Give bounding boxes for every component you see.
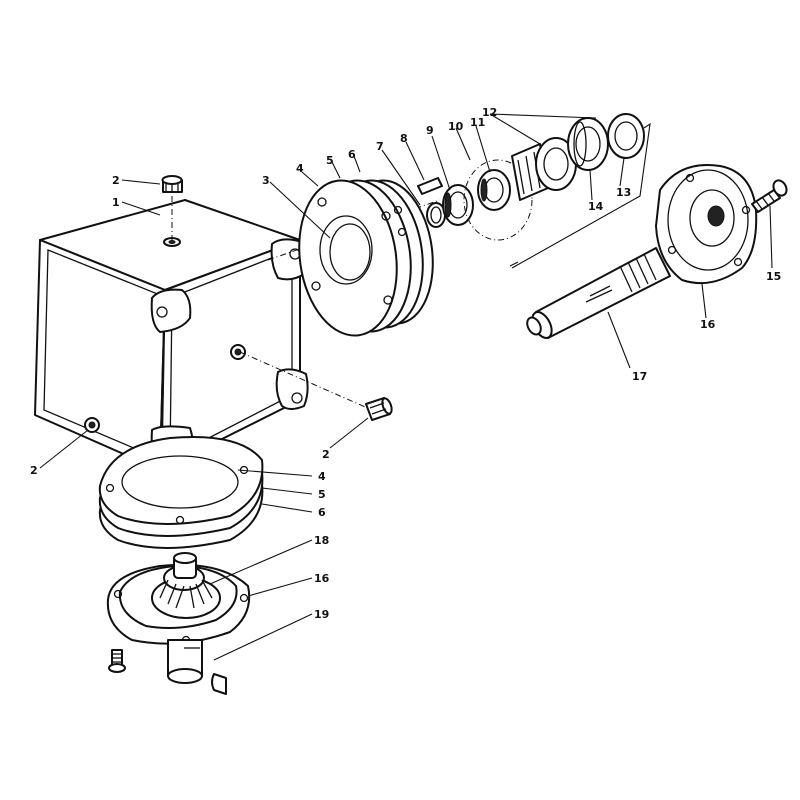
centerline-side-plug bbox=[239, 351, 373, 411]
label-5-right: 5 bbox=[326, 154, 334, 167]
label-9: 9 bbox=[426, 124, 434, 137]
shim-10 bbox=[463, 159, 533, 241]
label-4-bottom: 4 bbox=[318, 470, 326, 483]
plug-top bbox=[161, 175, 183, 193]
flange-gasket-stack bbox=[298, 179, 434, 337]
label-2-top: 2 bbox=[112, 174, 120, 187]
label-10: 10 bbox=[448, 120, 464, 133]
bearing-cone-14 bbox=[567, 117, 609, 171]
snap-ring-7 bbox=[426, 202, 446, 228]
output-flange-right bbox=[655, 164, 758, 285]
screw-bottom bbox=[108, 649, 126, 673]
label-4-right: 4 bbox=[296, 162, 304, 175]
label-1: 1 bbox=[112, 196, 120, 209]
label-17: 17 bbox=[632, 370, 647, 383]
bottom-gasket-stack bbox=[98, 435, 264, 549]
label-7: 7 bbox=[376, 140, 384, 153]
bearing-9 bbox=[442, 184, 474, 226]
label-13: 13 bbox=[616, 186, 631, 199]
callout-labels: 1 2 2 2 3 4 5 6 7 8 9 10 11 12 13 14 15 … bbox=[30, 106, 781, 621]
screw-15 bbox=[751, 179, 788, 213]
key-8 bbox=[417, 177, 443, 195]
label-6-bottom: 6 bbox=[318, 506, 326, 519]
bearing-13 bbox=[607, 113, 645, 159]
label-18: 18 bbox=[314, 534, 329, 547]
bottom-output-shaft bbox=[167, 639, 203, 684]
gearbox-housing bbox=[34, 199, 309, 477]
label-2-right: 2 bbox=[322, 448, 330, 461]
label-16-right: 16 bbox=[700, 318, 716, 331]
label-6-right: 6 bbox=[348, 148, 356, 161]
leader-lines bbox=[39, 113, 773, 661]
plug-side bbox=[365, 397, 393, 421]
bearing-11 bbox=[477, 169, 511, 211]
label-8: 8 bbox=[400, 132, 408, 145]
label-14: 14 bbox=[588, 200, 604, 213]
bevel-gear-18 bbox=[151, 552, 221, 619]
group-bracket bbox=[509, 122, 651, 269]
label-16-bottom: 16 bbox=[314, 572, 330, 585]
key-19 bbox=[211, 673, 227, 695]
label-5-bottom: 5 bbox=[318, 488, 326, 501]
label-12: 12 bbox=[482, 106, 497, 119]
label-3: 3 bbox=[262, 174, 270, 187]
label-15: 15 bbox=[766, 270, 781, 283]
label-2-left: 2 bbox=[30, 464, 38, 477]
label-19: 19 bbox=[314, 608, 329, 621]
label-11: 11 bbox=[470, 116, 485, 129]
shaft-17 bbox=[526, 247, 671, 339]
